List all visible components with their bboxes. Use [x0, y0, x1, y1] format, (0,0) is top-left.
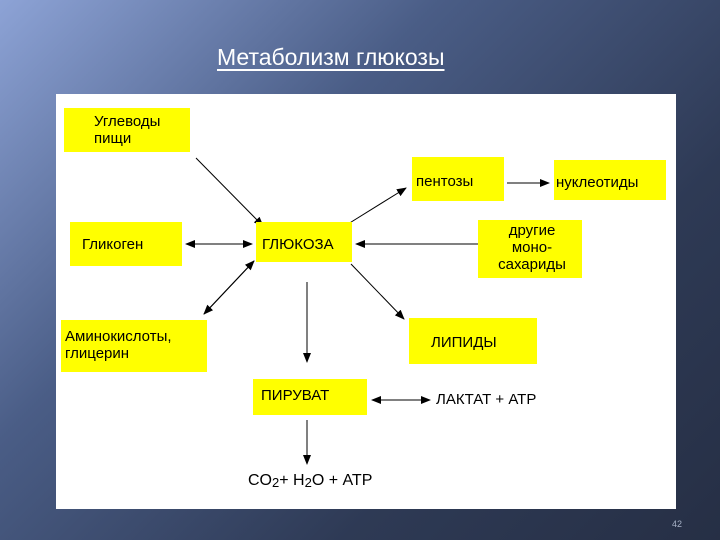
node-glycogen: Гликоген [70, 222, 182, 266]
formula-sub-h2o: 2 [304, 475, 312, 490]
arrows-layer [185, 157, 550, 465]
formula-sub-co2: 2 [272, 475, 280, 490]
node-glucose: ГЛЮКОЗА [256, 222, 352, 262]
diagram-panel: Углеводы пищи Гликоген ГЛЮКОЗА Аминокисл… [56, 94, 676, 509]
formula-co: CO [248, 472, 272, 489]
formula-co2-h2o-atp: CO2+ H2O + АТР [248, 472, 372, 490]
node-amino-acids: Аминокислоты, глицерин [61, 320, 207, 372]
formula-o-atp: O + АТР [311, 472, 373, 489]
arrow-amino-to-glucose [203, 260, 255, 315]
arrow-carbs-to-glucose [195, 157, 264, 227]
node-lipids: ЛИПИДЫ [409, 318, 537, 364]
formula-plus-h: + H [279, 472, 305, 489]
node-pyruvate: ПИРУВАТ [253, 379, 367, 415]
node-lactate: ЛАКТАТ + АТР [436, 391, 537, 408]
arrow-glucose-to-lipids [350, 263, 405, 320]
slide-title: Метаболизм глюкозы [217, 44, 445, 70]
arrow-glucose-to-pentoses [347, 187, 407, 225]
page-number: 42 [672, 519, 683, 529]
node-food-carbs: Углеводы пищи [64, 108, 190, 152]
node-other-monosaccharides: другие моно- сахариды [478, 220, 582, 278]
node-nucleotides: нуклеотиды [554, 160, 666, 200]
node-pentoses: пентозы [412, 157, 504, 201]
